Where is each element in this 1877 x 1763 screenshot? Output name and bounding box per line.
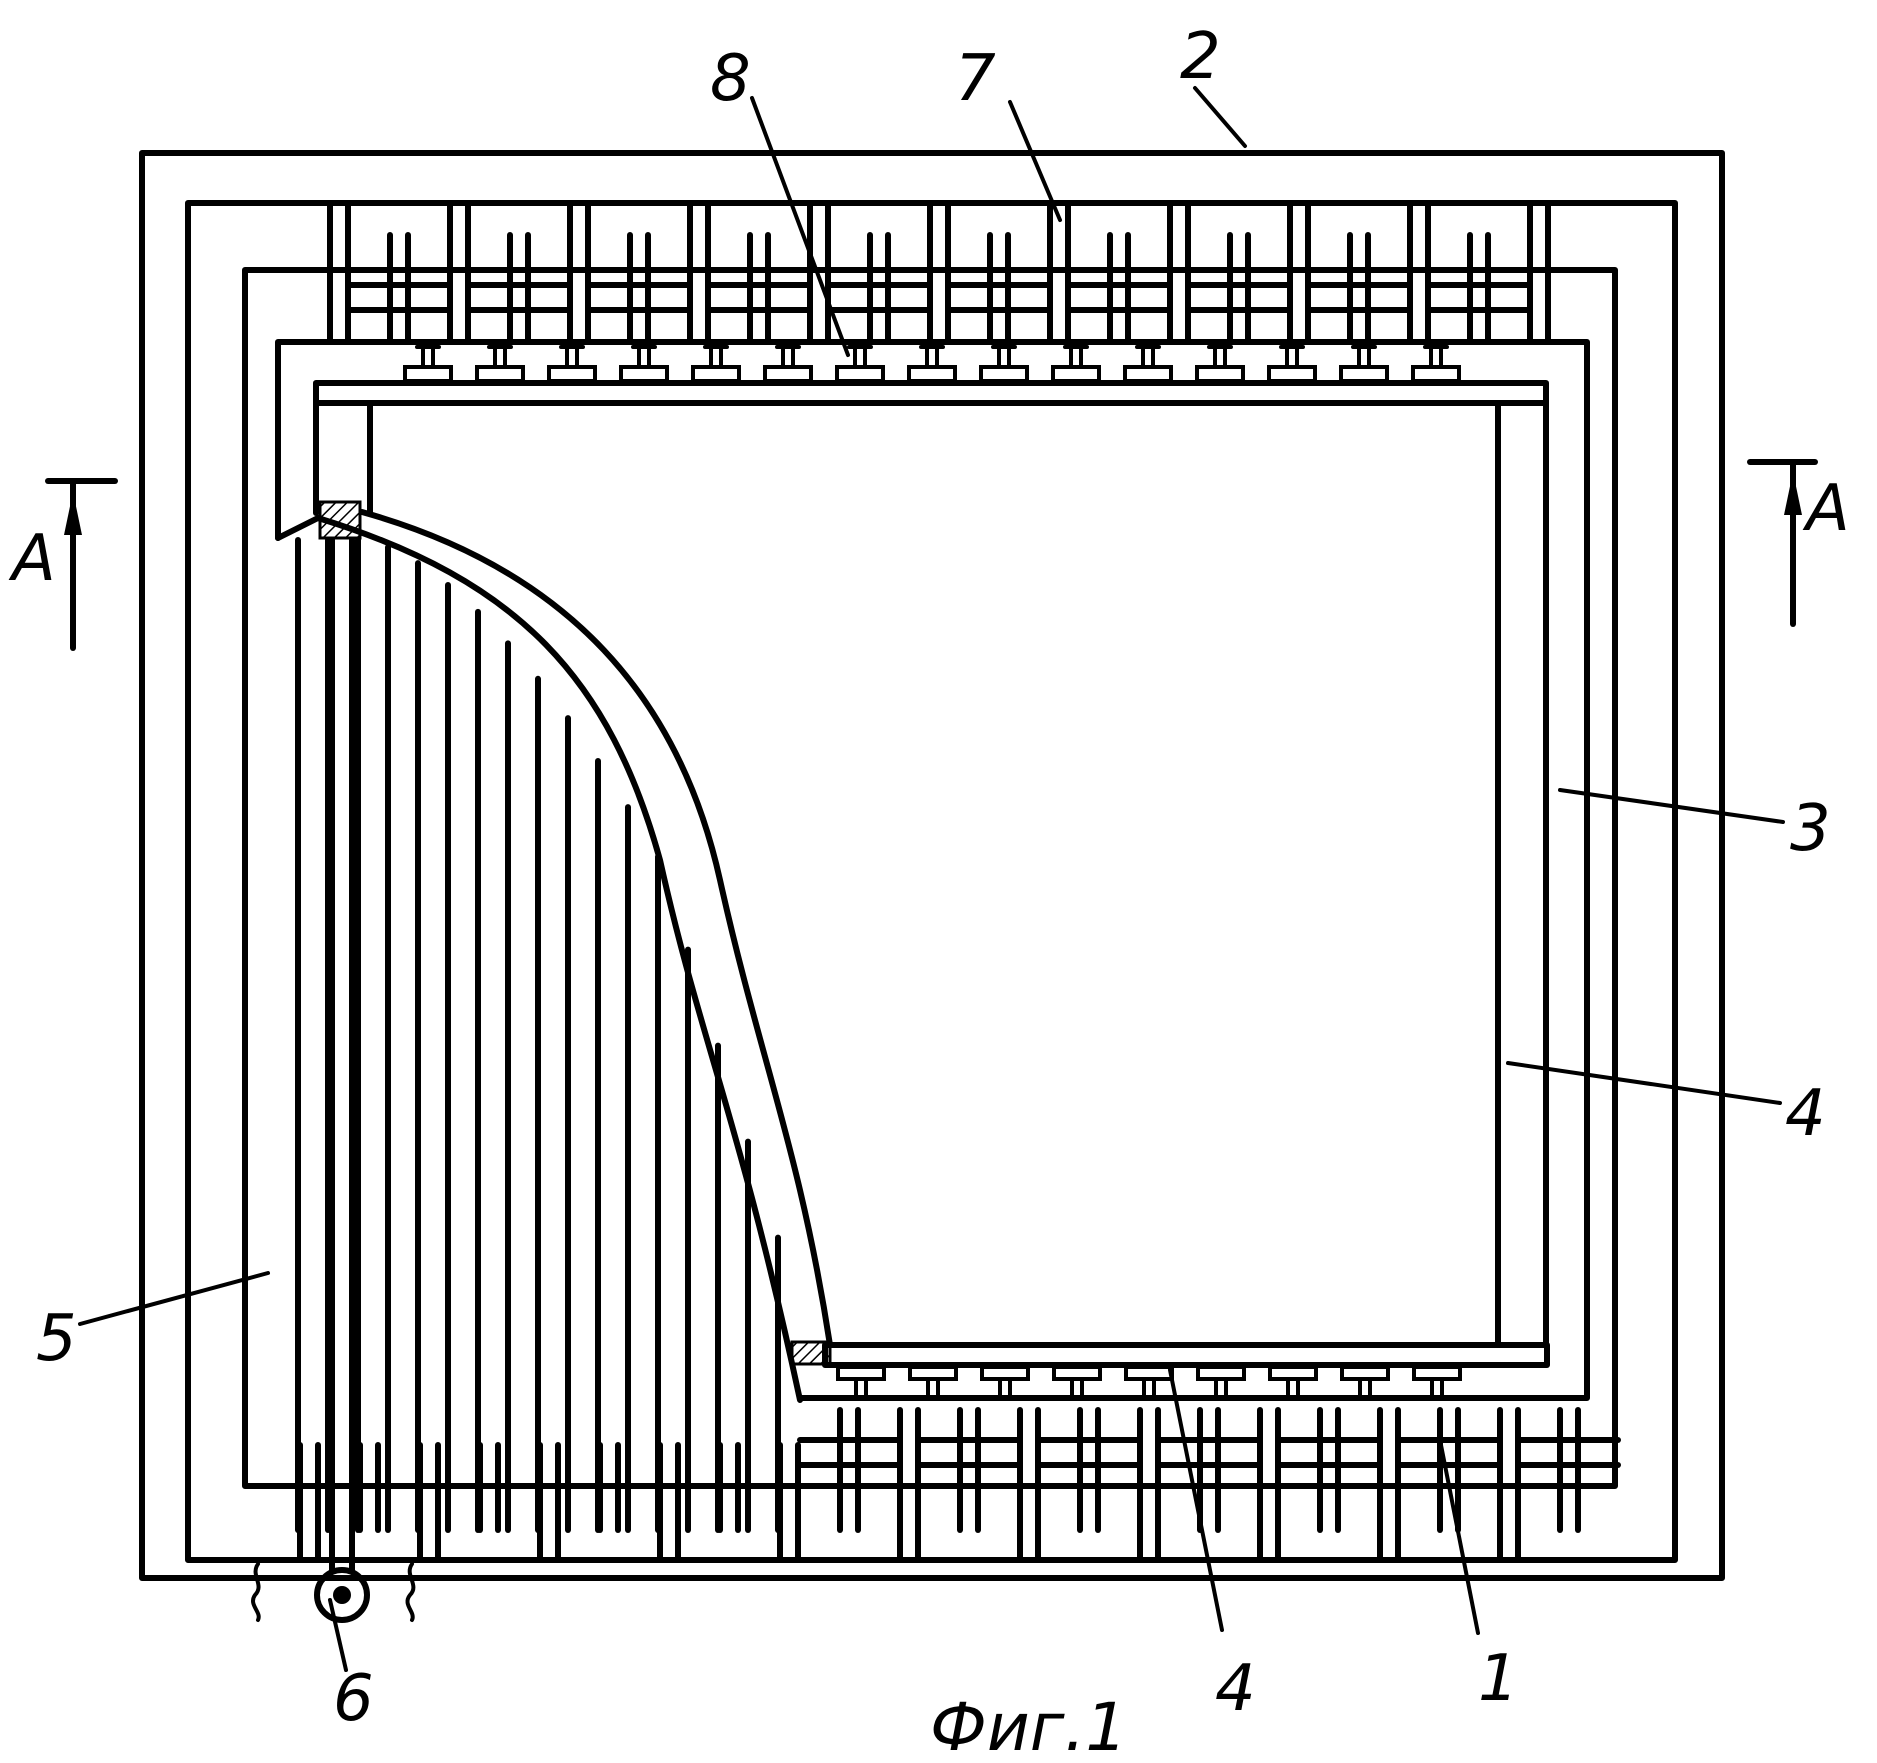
top-fastener-stem	[999, 347, 1009, 367]
section-mark-right: A	[1750, 462, 1850, 624]
figure-caption: Фиг.1	[930, 1689, 1127, 1763]
top-fastener-stem	[423, 347, 433, 367]
top-fastener-base	[765, 367, 811, 381]
inner-frame-3	[278, 342, 1587, 1398]
top-fastener-base	[1197, 367, 1243, 381]
label-6: 6	[333, 1662, 374, 1736]
bottom-fastener-stem	[1288, 1379, 1298, 1397]
top-fastener-base	[693, 367, 739, 381]
top-fastener-base	[909, 367, 955, 381]
bottom-fastener-stem	[1144, 1379, 1154, 1397]
top-fastener-base	[621, 367, 667, 381]
top-fastener-stem	[1143, 347, 1153, 367]
label-1: 1	[1478, 1642, 1519, 1716]
bottom-plate	[825, 1345, 1547, 1365]
top-fastener-base	[1269, 367, 1315, 381]
top-fastener-stem	[495, 347, 505, 367]
section-letter-right: A	[1802, 472, 1850, 546]
top-fastener-base	[477, 367, 523, 381]
top-fastener-stem	[1359, 347, 1369, 367]
top-fastener-base	[549, 367, 595, 381]
top-fastener-stem	[639, 347, 649, 367]
top-fastener-stem	[855, 347, 865, 367]
bottom-fastener-stem	[1360, 1379, 1370, 1397]
top-fastener-base	[837, 367, 883, 381]
top-fastener-stem	[1431, 347, 1441, 367]
top-fastener-stem	[927, 347, 937, 367]
break-line-right	[407, 1564, 413, 1620]
label-5: 5	[36, 1302, 77, 1376]
top-fastener-stem	[1287, 347, 1297, 367]
left-plate-stub	[316, 403, 370, 513]
second-frame-line	[188, 203, 1675, 1560]
hatched-joint-bottom	[792, 1342, 830, 1364]
label-4-bottom: 4	[1215, 1652, 1256, 1726]
label-2: 2	[1180, 20, 1221, 94]
bottom-fastener-row	[838, 1367, 1460, 1397]
top-fastener-base	[1341, 367, 1387, 381]
bottom-fastener-stem	[1072, 1379, 1082, 1397]
outlet-fitting-inner	[333, 1586, 351, 1604]
top-fastener-stem	[783, 347, 793, 367]
label-3: 3	[1790, 792, 1831, 866]
top-fastener-stem	[1071, 347, 1081, 367]
top-plate	[316, 383, 1546, 403]
left-bar-array	[298, 540, 778, 1570]
right-plate	[1498, 403, 1546, 1345]
section-letter-left: A	[8, 522, 56, 596]
break-line-left	[253, 1564, 259, 1620]
top-fastener-stem	[567, 347, 577, 367]
top-fastener-base	[1125, 367, 1171, 381]
top-fastener-stem	[711, 347, 721, 367]
top-fastener-base	[1413, 367, 1459, 381]
top-fastener-base	[405, 367, 451, 381]
bottom-fastener-stem	[1000, 1379, 1010, 1397]
bottom-fastener-stem	[928, 1379, 938, 1397]
bottom-fastener-stem	[856, 1379, 866, 1397]
hatched-joint-top	[320, 502, 360, 538]
top-fastener-row	[405, 347, 1459, 381]
bottom-fastener-stem	[1432, 1379, 1442, 1397]
top-fastener-base	[1053, 367, 1099, 381]
top-fastener-base	[981, 367, 1027, 381]
label-8: 8	[710, 42, 751, 116]
label-4-right: 4	[1785, 1077, 1826, 1151]
section-mark-left: A	[8, 481, 115, 648]
label-7: 7	[955, 42, 996, 116]
top-fastener-stem	[1215, 347, 1225, 367]
curve-cut-line	[278, 518, 318, 538]
bottom-fastener-stem	[1216, 1379, 1226, 1397]
